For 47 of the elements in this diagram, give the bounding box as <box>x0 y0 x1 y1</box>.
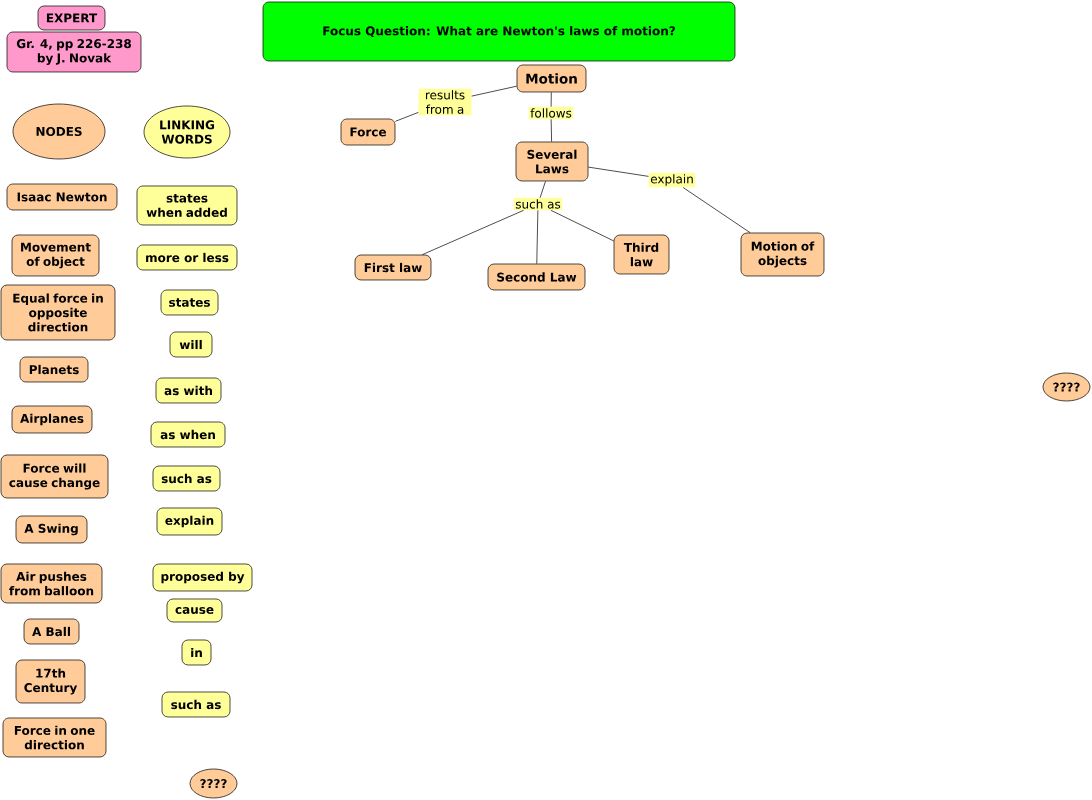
concept-box: Equal force in opposite direction <box>0 284 116 341</box>
linking-word-box: as when <box>150 421 226 448</box>
concept-box: Force will cause change <box>0 454 109 499</box>
concept-box: A Swing <box>15 515 88 544</box>
connector-line <box>588 166 649 177</box>
concept-box: 17th Century <box>15 659 86 704</box>
linking-phrase: follows <box>528 106 574 120</box>
linking-word-box: more or less <box>136 244 238 271</box>
connector-line <box>682 187 751 233</box>
connector-line <box>550 119 552 142</box>
connector-line <box>422 210 524 255</box>
concept-box: Third law <box>613 234 670 275</box>
linking-word-box: proposed by <box>152 563 253 592</box>
concept-box: Airplanes <box>11 405 93 434</box>
concept-box: First law <box>354 254 432 281</box>
connector-line <box>550 92 552 107</box>
concept-box: Air pushes from balloon <box>0 563 103 604</box>
linking-word-box: such as <box>161 691 231 718</box>
concept-box: Second Law <box>487 263 586 291</box>
linking-word-box: as with <box>155 377 222 404</box>
connector-line <box>550 210 614 242</box>
linking-word-box: states <box>160 289 219 316</box>
concept-box: Force in one direction <box>2 717 107 758</box>
linking-phrase: explain <box>648 172 696 188</box>
concept-box: Force <box>340 118 396 146</box>
concept-box: A Ball <box>23 618 80 645</box>
concept-box: Motion of objects <box>740 232 825 277</box>
connector-line <box>471 85 517 97</box>
linking-word-box: such as <box>152 465 221 492</box>
linking-word-box: will <box>169 331 213 358</box>
linking-word-box: states when added <box>136 185 238 226</box>
linking-word-box: explain <box>156 507 223 536</box>
linking-phrase: results from a <box>418 88 472 116</box>
concept-box: Isaac Newton <box>6 183 118 211</box>
connector-line <box>539 181 546 198</box>
reference-box: Gr. 4, pp 226-238 by J. Novak <box>6 31 142 73</box>
linking-word-box: in <box>181 639 212 666</box>
concept-box: Movement of object <box>11 234 100 277</box>
connector-line <box>536 210 539 264</box>
concept-box: Several Laws <box>515 141 589 182</box>
linking-phrase: such as <box>513 197 563 211</box>
connector-line <box>395 112 419 122</box>
concept-box: Motion <box>516 64 587 93</box>
focus-question-box: Focus Question: What are Newton's laws of motion? <box>262 1 736 62</box>
tag-box: EXPERT <box>37 5 106 31</box>
concept-box: Planets <box>19 356 89 383</box>
linking-word-box: cause <box>166 598 223 623</box>
